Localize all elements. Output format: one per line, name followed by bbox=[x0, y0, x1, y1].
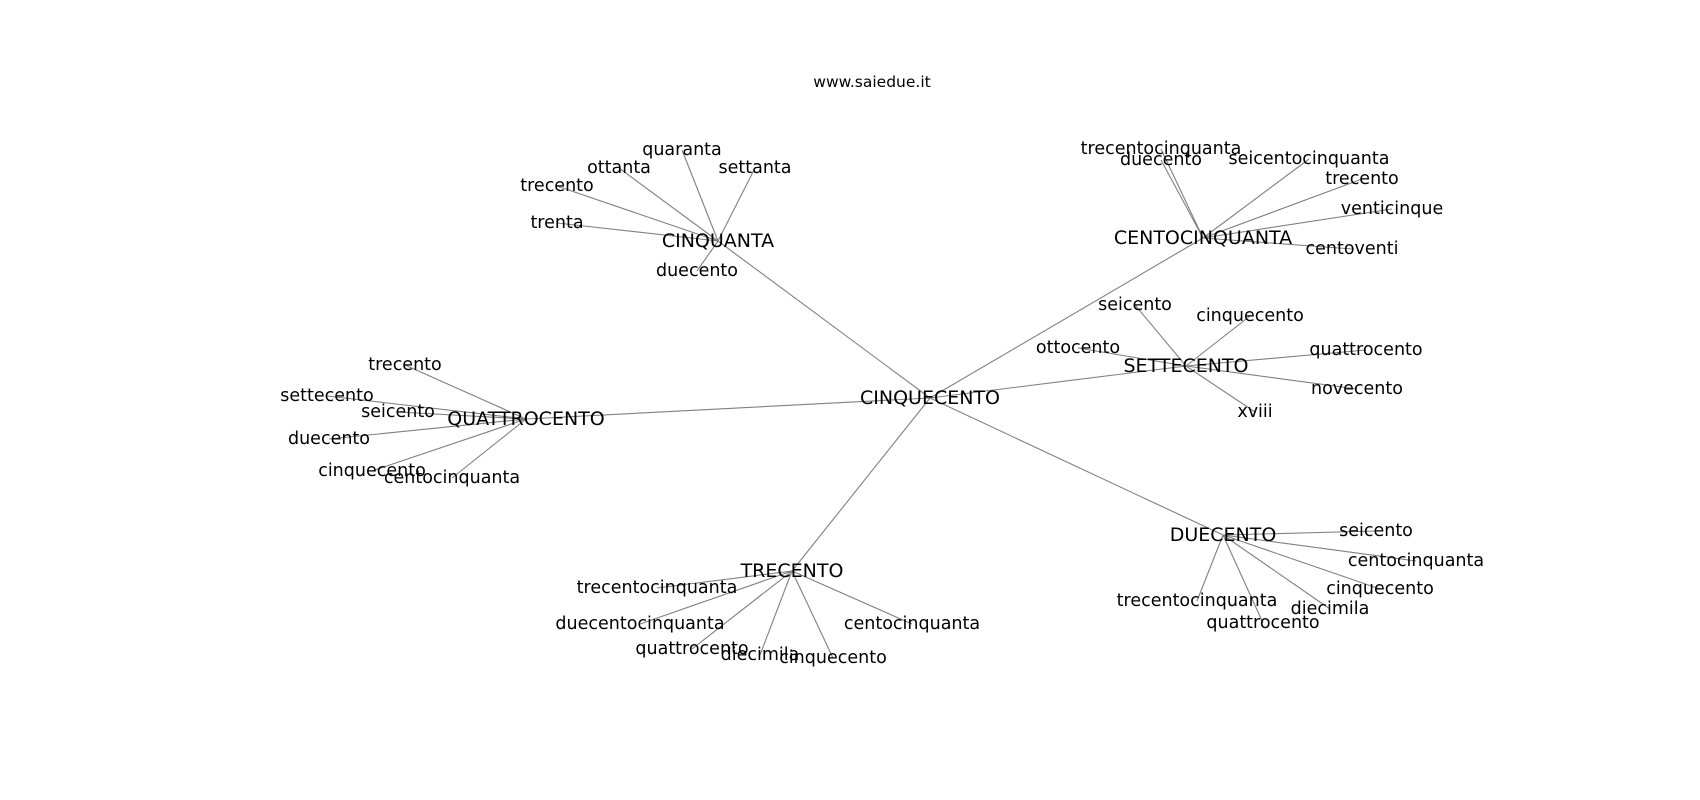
edge-cinquanta-quaranta bbox=[681, 149, 719, 242]
edge-quattrocento-settecento bbox=[326, 395, 527, 420]
leaf-node-quattrocento-duecento: duecento bbox=[288, 429, 370, 449]
hub-node-cinquanta: CINQUANTA bbox=[662, 230, 774, 252]
hub-node-duecento: DUECENTO bbox=[1170, 524, 1277, 546]
leaf-node-settecento-quattrocento: quattrocento bbox=[1309, 340, 1422, 360]
graph-edges bbox=[326, 148, 1417, 659]
leaf-node-settecento-ottocento: ottocento bbox=[1036, 338, 1120, 358]
edge-settecento-ottocento bbox=[1077, 347, 1187, 367]
leaf-node-settecento-seicento: seicento bbox=[1098, 295, 1172, 315]
edge-settecento-xviii bbox=[1185, 365, 1256, 413]
edge-root-cinquanta bbox=[717, 240, 931, 399]
edge-cinquanta-ottanta bbox=[618, 167, 719, 242]
root-node-label: CINQUECENTO bbox=[860, 387, 1000, 409]
edge-quattrocento-trecento bbox=[404, 364, 527, 420]
leaf-node-centocinquanta-venticinque: venticinque bbox=[1341, 199, 1443, 219]
edge-duecento-diecimila bbox=[1222, 534, 1331, 610]
leaf-node-settecento-xviii: xviii bbox=[1237, 402, 1272, 422]
leaf-node-duecento-quattrocento: quattrocento bbox=[1206, 613, 1319, 633]
leaf-node-cinquanta-trecento: trecento bbox=[520, 176, 594, 196]
edge-trecento-trecentocinquanta bbox=[656, 570, 793, 589]
leaf-node-cinquanta-ottanta: ottanta bbox=[587, 158, 651, 178]
leaf-node-centocinquanta-duecento: duecento bbox=[1120, 150, 1202, 170]
leaf-node-cinquanta-quaranta: quaranta bbox=[642, 140, 722, 160]
leaf-node-centocinquanta-trecento: trecento bbox=[1325, 169, 1399, 189]
leaf-node-cinquanta-duecento: duecento bbox=[656, 261, 738, 281]
edge-root-settecento bbox=[929, 365, 1187, 399]
edge-settecento-novecento bbox=[1185, 365, 1358, 390]
edge-centocinquanta-duecento bbox=[1160, 159, 1204, 239]
edge-centocinquanta-centoventi bbox=[1202, 237, 1353, 250]
edge-root-centocinquanta bbox=[929, 237, 1204, 399]
hub-node-centocinquanta: CENTOCINQUANTA bbox=[1114, 227, 1292, 249]
leaf-node-trecento-cinquecento: cinquecento bbox=[779, 648, 887, 668]
leaf-node-quattrocento-settecento: settecento bbox=[280, 386, 373, 406]
edge-quattrocento-seicento bbox=[397, 411, 527, 420]
leaf-node-cinquanta-trenta: trenta bbox=[530, 213, 583, 233]
leaf-node-duecento-cinquecento: cinquecento bbox=[1326, 579, 1434, 599]
edge-centocinquanta-trecentocinquanta bbox=[1160, 148, 1204, 239]
leaf-node-duecento-diecimila: diecimila bbox=[1291, 599, 1370, 619]
edge-root-duecento bbox=[929, 397, 1224, 536]
edge-settecento-cinquecento bbox=[1185, 315, 1251, 367]
edge-duecento-quattrocento bbox=[1222, 534, 1264, 624]
leaf-node-settecento-cinquecento: cinquecento bbox=[1196, 306, 1304, 326]
edge-centocinquanta-trecento bbox=[1202, 178, 1363, 239]
leaf-node-centocinquanta-centoventi: centoventi bbox=[1306, 239, 1399, 259]
edge-duecento-cinquecento bbox=[1222, 534, 1381, 590]
leaf-node-duecento-seicento: seicento bbox=[1339, 521, 1413, 541]
edge-duecento-trecentocinquanta bbox=[1196, 534, 1224, 602]
edge-settecento-quattrocento bbox=[1185, 349, 1367, 367]
leaf-node-quattrocento-seicento: seicento bbox=[361, 402, 435, 422]
edge-quattrocento-centocinquanta bbox=[451, 418, 527, 479]
edge-trecento-duecentocinquanta bbox=[639, 570, 793, 625]
leaf-node-settecento-novecento: novecento bbox=[1311, 379, 1403, 399]
edge-centocinquanta-venticinque bbox=[1202, 208, 1393, 239]
edge-duecento-centocinquanta bbox=[1222, 534, 1417, 562]
edge-quattrocento-duecento bbox=[328, 418, 527, 440]
leaf-node-centocinquanta-trecentocinquanta: trecentocinquanta bbox=[1081, 139, 1242, 159]
edge-duecento-seicento bbox=[1222, 530, 1377, 536]
site-watermark: www.saiedue.it bbox=[813, 73, 930, 91]
leaf-node-quattrocento-trecento: trecento bbox=[368, 355, 442, 375]
edge-trecento-quattrocento bbox=[691, 570, 793, 650]
edge-trecento-centocinquanta bbox=[791, 570, 913, 625]
leaf-node-trecento-duecentocinquanta: duecentocinquanta bbox=[555, 614, 724, 634]
hub-node-quattrocento: QUATTROCENTO bbox=[447, 408, 604, 430]
leaf-node-trecento-centocinquanta: centocinquanta bbox=[844, 614, 980, 634]
leaf-node-duecento-trecentocinquanta: trecentocinquanta bbox=[1117, 591, 1278, 611]
edge-centocinquanta-seicentocinquanta bbox=[1202, 158, 1310, 239]
edge-quattrocento-cinquecento bbox=[371, 418, 527, 472]
leaf-node-cinquanta-settanta: settanta bbox=[718, 158, 791, 178]
leaf-node-trecento-trecentocinquanta: trecentocinquanta bbox=[577, 578, 738, 598]
edge-cinquanta-settanta bbox=[717, 167, 756, 242]
edge-cinquanta-trecento bbox=[556, 185, 719, 242]
leaf-node-trecento-diecimila: diecimila bbox=[721, 645, 800, 665]
hub-node-trecento: TRECENTO bbox=[740, 560, 844, 582]
edge-cinquanta-duecento bbox=[696, 240, 719, 272]
edge-root-quattrocento bbox=[525, 397, 931, 420]
edge-trecento-diecimila bbox=[759, 570, 793, 656]
leaf-node-trecento-quattrocento: quattrocento bbox=[635, 639, 748, 659]
edge-settecento-seicento bbox=[1134, 304, 1187, 367]
edge-root-trecento bbox=[791, 397, 931, 572]
hub-node-settecento: SETTECENTO bbox=[1124, 355, 1249, 377]
edge-trecento-cinquecento bbox=[791, 570, 834, 659]
leaf-node-quattrocento-centocinquanta: centocinquanta bbox=[384, 468, 520, 488]
edge-cinquanta-trenta bbox=[556, 222, 719, 242]
leaf-node-duecento-centocinquanta: centocinquanta bbox=[1348, 551, 1484, 571]
leaf-node-quattrocento-cinquecento: cinquecento bbox=[318, 461, 426, 481]
leaf-node-centocinquanta-seicentocinquanta: seicentocinquanta bbox=[1229, 149, 1390, 169]
